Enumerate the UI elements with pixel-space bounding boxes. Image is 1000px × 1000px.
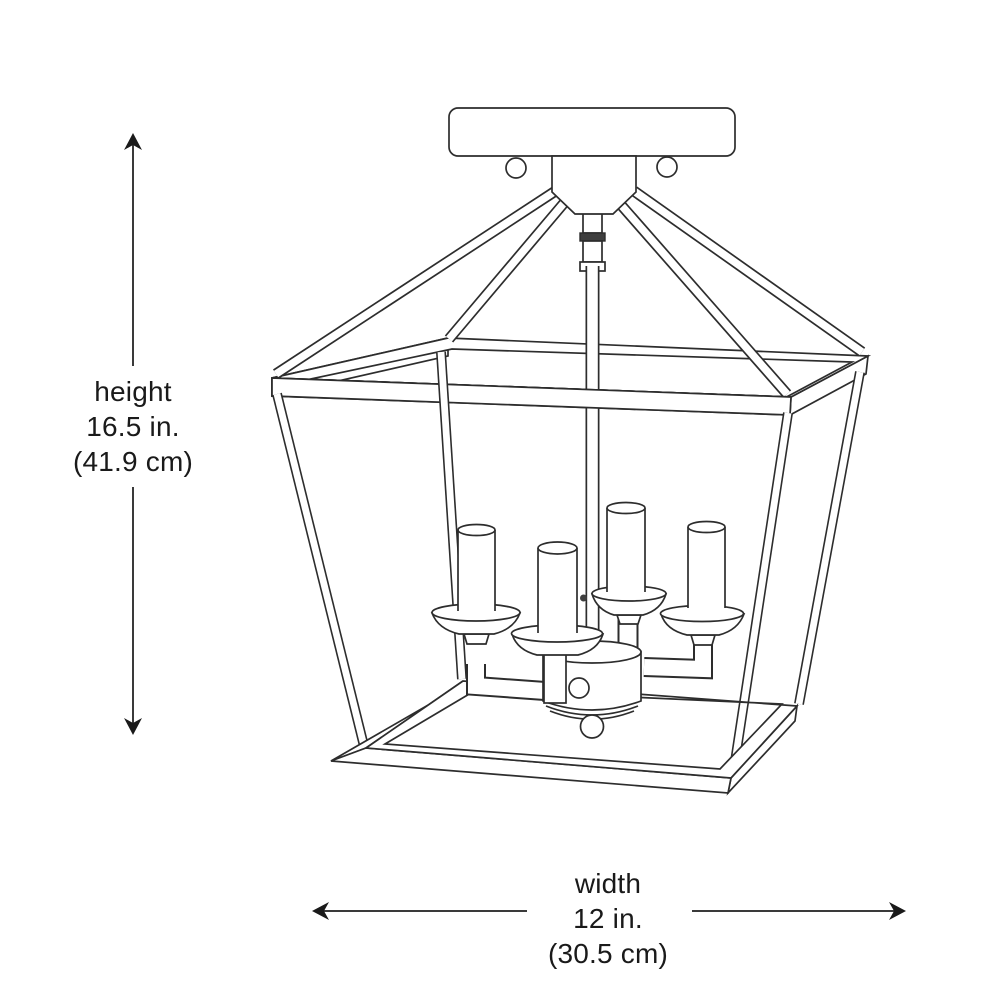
candle-right — [687, 520, 726, 608]
cage-top-rim-front — [271, 377, 792, 416]
height-label-text: height — [94, 376, 172, 407]
roof-braces — [272, 185, 866, 398]
arrow-right-icon — [889, 902, 906, 920]
mounting-screw-right — [656, 156, 678, 178]
height-dimension-arrow — [124, 133, 142, 735]
mounting-bracket — [551, 155, 637, 215]
width-dimension-label: width 12 in. (30.5 cm) — [498, 866, 718, 971]
width-value-cm: (30.5 cm) — [547, 938, 669, 969]
candle-cluster — [430, 501, 746, 739]
height-value-inches: 16.5 in. — [86, 411, 180, 442]
candle-back — [606, 501, 646, 592]
ceiling-canopy — [448, 107, 736, 179]
candle-left — [457, 523, 496, 611]
downrod-stem — [579, 211, 606, 650]
width-value-inches: 12 in. — [573, 903, 643, 934]
height-value-cm: (41.9 cm) — [72, 446, 194, 477]
candle-front — [510, 541, 605, 704]
stem-set-screw — [580, 594, 587, 602]
arrow-left-icon — [312, 902, 329, 920]
cage-posts — [272, 351, 865, 776]
width-dimension-arrow — [312, 902, 906, 920]
mounting-screw-left — [505, 157, 527, 179]
finial-ball — [579, 714, 605, 739]
height-dimension-label: height 16.5 in. (41.9 cm) — [23, 374, 243, 479]
hub-thumbscrew — [568, 677, 590, 699]
cage-bottom-rim — [330, 680, 799, 796]
arrow-up-icon — [124, 133, 142, 150]
arrow-down-icon — [124, 718, 142, 735]
width-label-text: width — [574, 868, 642, 899]
